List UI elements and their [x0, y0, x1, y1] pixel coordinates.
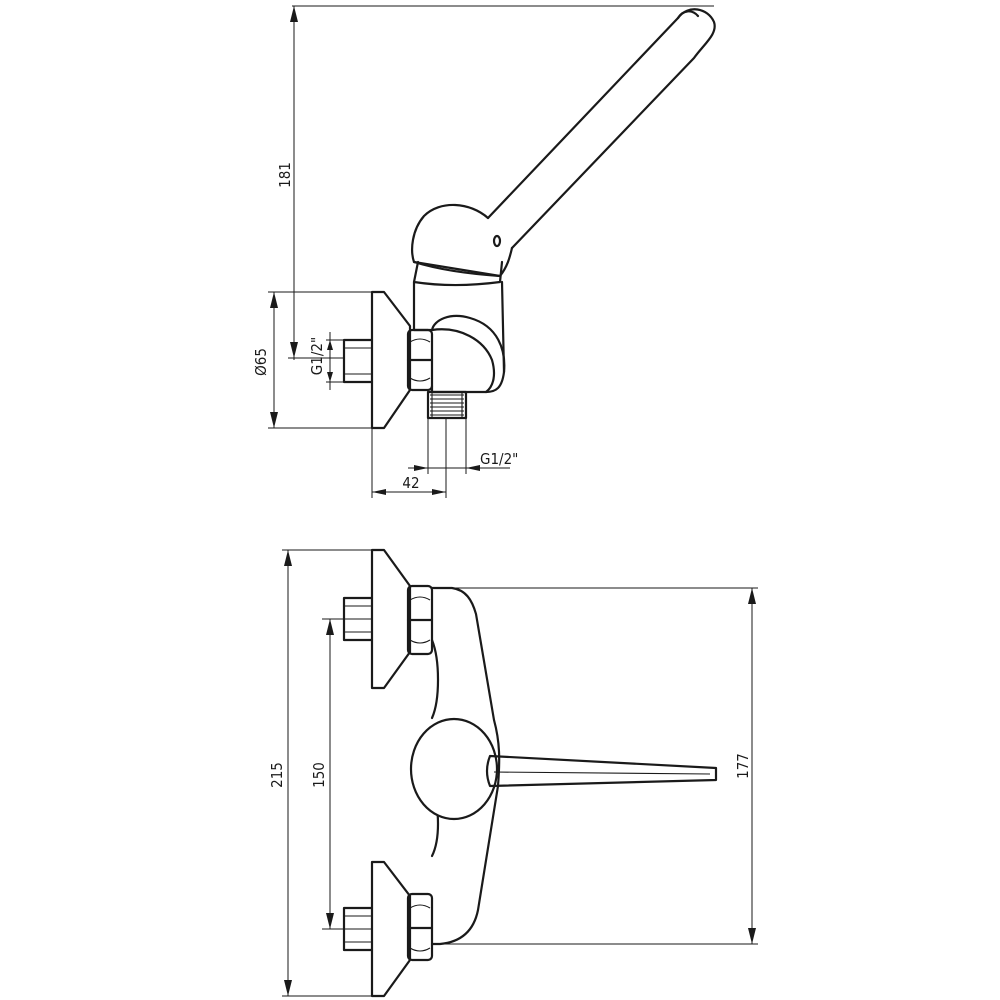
label-177: 177 [734, 753, 752, 779]
label-42: 42 [402, 474, 419, 492]
label-150: 150 [310, 762, 328, 788]
wall-flange-bottom [370, 860, 412, 998]
dimension-177: 177 [440, 587, 758, 945]
valve-body-front [430, 586, 501, 946]
dimension-42: 42 [371, 418, 447, 498]
cartridge-front [409, 717, 499, 821]
side-view: 181 Ø65 G1/2" G1/2" [252, 5, 716, 498]
label-outlet-thread: G1/2" [480, 450, 518, 468]
label-215: 215 [268, 762, 286, 788]
outlet-thread [426, 390, 468, 420]
valve-body [412, 280, 506, 394]
front-view: 215 150 177 [268, 548, 758, 998]
dimension-150: 150 [310, 618, 372, 930]
dimension-181: 181 [276, 5, 714, 360]
dimension-outlet-thread: G1/2" [408, 418, 518, 474]
label-d65: Ø65 [252, 348, 270, 376]
inlet-pipe-side [342, 338, 374, 384]
dimension-d65: Ø65 [252, 291, 372, 429]
dimension-inlet-thread: G1/2" [308, 332, 344, 390]
label-181: 181 [276, 162, 294, 188]
lever-hub [411, 203, 514, 278]
label-inlet-thread: G1/2" [308, 337, 326, 375]
wall-flange-side [370, 290, 412, 430]
lever-handle [486, 8, 716, 250]
lever-handle-front [485, 754, 718, 788]
dimension-215: 215 [268, 549, 372, 997]
wall-flange-top [370, 548, 412, 690]
